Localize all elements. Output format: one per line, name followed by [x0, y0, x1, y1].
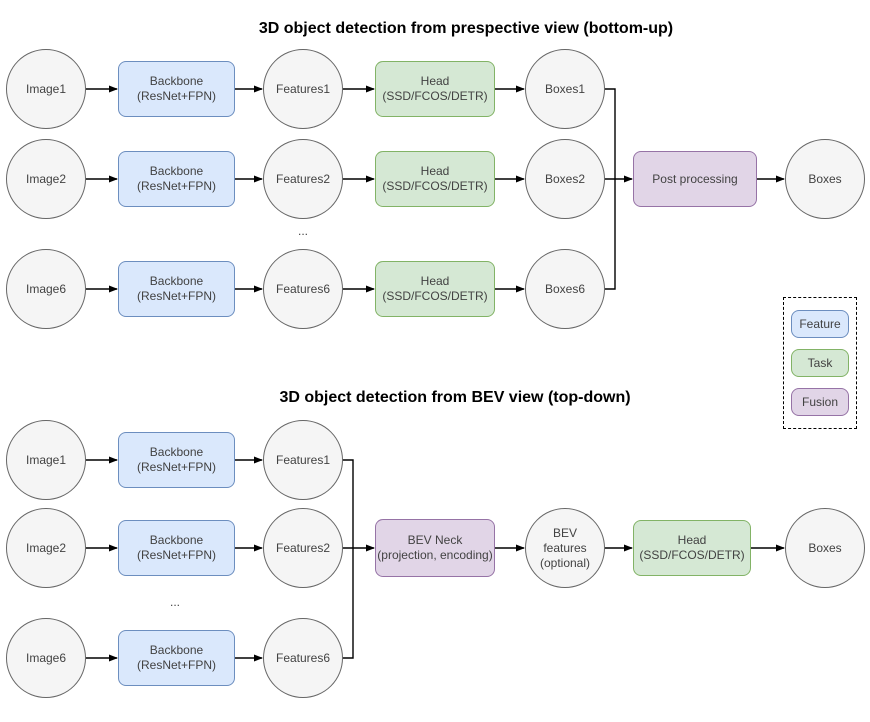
- perspective-post-processing-node: Post processing: [633, 151, 757, 207]
- bev-ellipsis: ...: [169, 595, 180, 609]
- legend-item-task: Task: [791, 349, 849, 377]
- perspective-backbone2-node: Backbone (ResNet+FPN): [118, 151, 235, 207]
- bev-neck-node: BEV Neck (projection, encoding): [375, 519, 495, 577]
- perspective-features2-node: Features2: [263, 139, 343, 219]
- bev-features2-node: Features2: [263, 508, 343, 588]
- perspective-backbone1-node: Backbone (ResNet+FPN): [118, 61, 235, 117]
- perspective-output-boxes-node: Boxes: [785, 139, 865, 219]
- bev-head-node: Head (SSD/FCOS/DETR): [633, 520, 751, 576]
- bev-image6-node: Image6: [6, 618, 86, 698]
- bev-output-boxes-node: Boxes: [785, 508, 865, 588]
- bev-title: 3D object detection from BEV view (top-d…: [279, 389, 631, 406]
- perspective-image6-node: Image6: [6, 249, 86, 329]
- perspective-boxes6-node: Boxes6: [525, 249, 605, 329]
- bev-backbone1-node: Backbone (ResNet+FPN): [118, 432, 235, 488]
- perspective-title: 3D object detection from prespective vie…: [258, 20, 674, 37]
- bev-backbone6-node: Backbone (ResNet+FPN): [118, 630, 235, 686]
- perspective-boxes1-node: Boxes1: [525, 49, 605, 129]
- legend-item-feature: Feature: [791, 310, 849, 338]
- perspective-boxes2-node: Boxes2: [525, 139, 605, 219]
- perspective-features1-node: Features1: [263, 49, 343, 129]
- legend-box: Feature Task Fusion: [783, 297, 857, 429]
- legend-item-fusion: Fusion: [791, 388, 849, 416]
- perspective-backbone6-node: Backbone (ResNet+FPN): [118, 261, 235, 317]
- bev-image1-node: Image1: [6, 420, 86, 500]
- perspective-head1-node: Head (SSD/FCOS/DETR): [375, 61, 495, 117]
- bev-features1-node: Features1: [263, 420, 343, 500]
- perspective-image1-node: Image1: [6, 49, 86, 129]
- bev-features6-node: Features6: [263, 618, 343, 698]
- bev-backbone2-node: Backbone (ResNet+FPN): [118, 520, 235, 576]
- perspective-head2-node: Head (SSD/FCOS/DETR): [375, 151, 495, 207]
- bev-features-optional-node: BEV features (optional): [525, 508, 605, 588]
- perspective-ellipsis: ...: [297, 224, 308, 238]
- bev-image2-node: Image2: [6, 508, 86, 588]
- perspective-head6-node: Head (SSD/FCOS/DETR): [375, 261, 495, 317]
- perspective-features6-node: Features6: [263, 249, 343, 329]
- perspective-image2-node: Image2: [6, 139, 86, 219]
